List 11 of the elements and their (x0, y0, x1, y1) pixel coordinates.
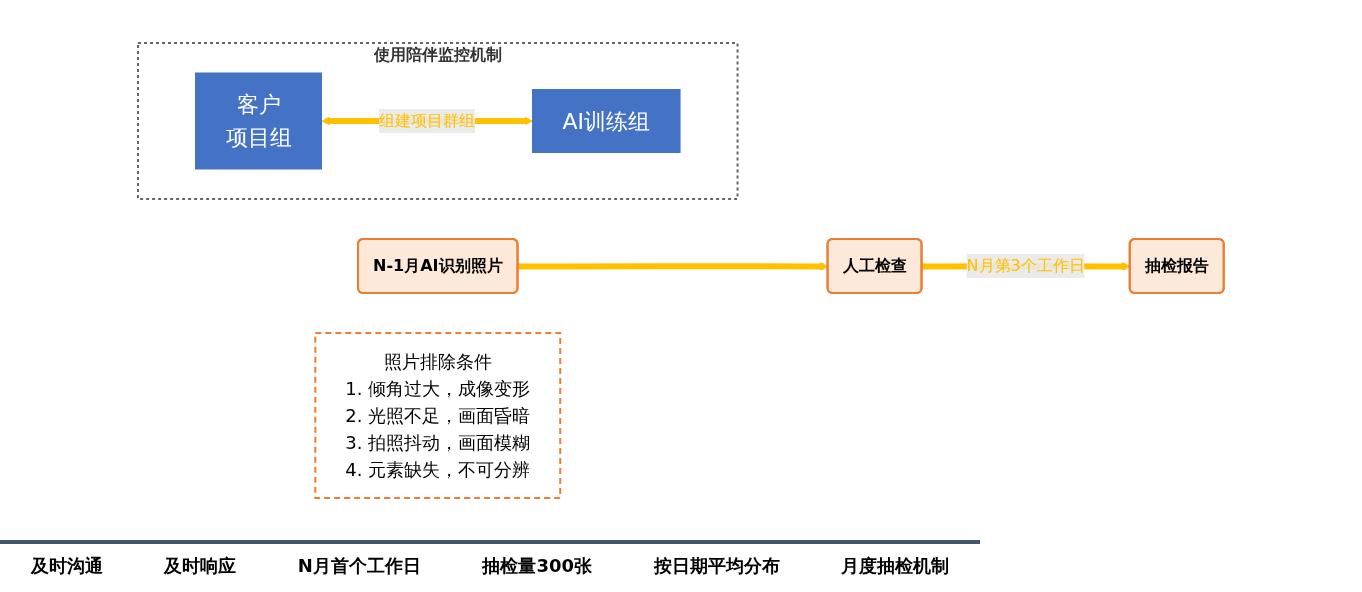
section-heading: N月首个工作日 (297, 554, 421, 578)
node-box: 照片排除条件 1. 倾角过大，成像变形 2. 光照不足，画面昏暗 3. 拍照抖动，画面模糊 4. 元素缺失，不可分辨 (314, 331, 562, 499)
node-box: AI训练组 (532, 88, 681, 153)
section-heading: 抽检量300张 (482, 554, 593, 578)
edge-label: N月第3个工作日 (966, 255, 1085, 275)
section-heading: 及时响应 (164, 554, 237, 578)
section-heading: 及时沟通 (30, 554, 103, 578)
edge-label: 组建项目群组 (379, 110, 476, 130)
section-heading: 月度抽检机制 (841, 554, 950, 578)
section-heading: 按日期平均分布 (653, 554, 780, 578)
node-box: 客户 项目组 (195, 72, 323, 169)
